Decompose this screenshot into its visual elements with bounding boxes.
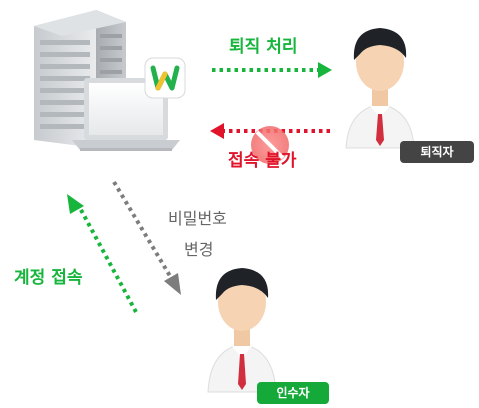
label-account-access: 계정 접속 bbox=[14, 268, 83, 288]
resigned-person-icon bbox=[345, 28, 415, 149]
label-resign-process: 퇴직 처리 bbox=[229, 37, 298, 57]
label-access-denied: 접속 불가 bbox=[228, 151, 297, 171]
successor-person-icon bbox=[207, 268, 277, 393]
badge-resigned: 퇴직자 bbox=[400, 141, 474, 163]
resign-process-arrow bbox=[212, 62, 332, 78]
laptop-icon bbox=[72, 78, 180, 151]
label-password-change-line2: 변경 bbox=[184, 240, 214, 259]
password-change-arrow bbox=[112, 180, 181, 295]
label-password-change-line1: 비밀번호 bbox=[168, 209, 227, 228]
account-access-arrow bbox=[67, 194, 138, 313]
badge-successor: 인수자 bbox=[257, 382, 329, 404]
w-app-icon bbox=[144, 57, 186, 99]
blocked-icon bbox=[251, 126, 289, 164]
